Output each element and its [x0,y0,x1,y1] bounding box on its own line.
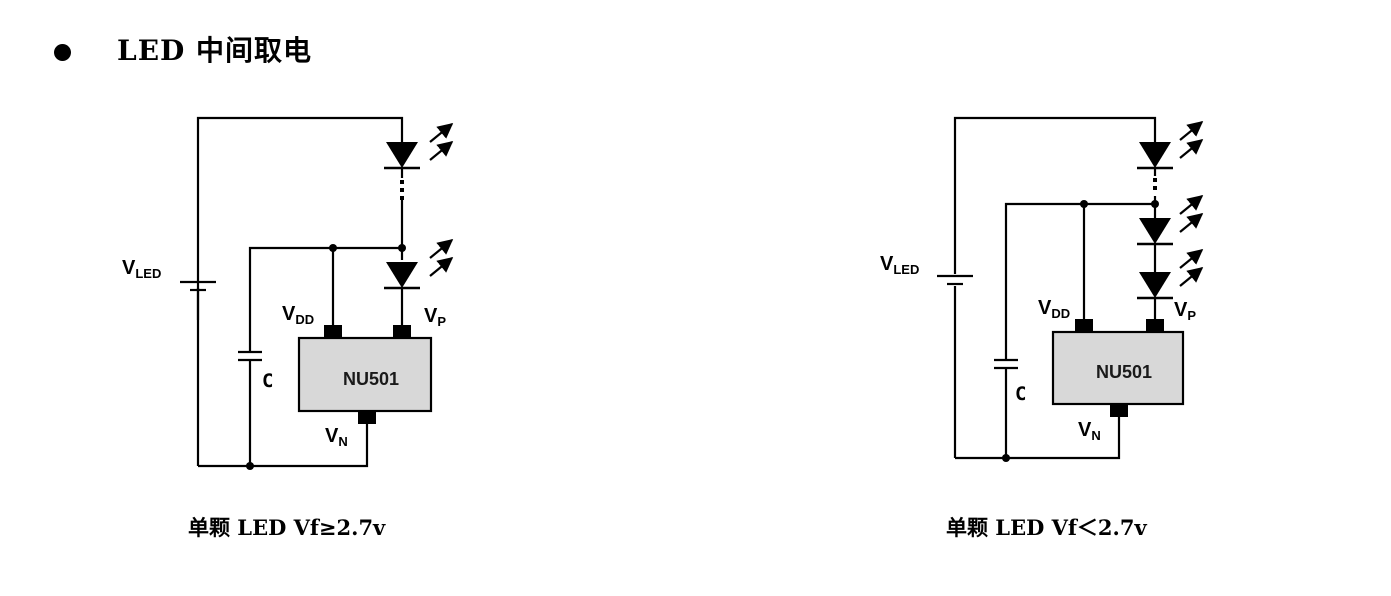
right-led-middle [1137,195,1204,246]
section-heading: LED 中间取电 [54,26,312,72]
left-capacitor-symbol [238,350,262,362]
right-capacitor-symbol [994,358,1018,370]
left-dotted-segment [400,180,404,200]
right-pin-vp [1146,319,1164,333]
left-vp-label: VP [424,305,446,329]
left-vled-label: VLED [122,257,161,281]
left-chip-label: NU501 [343,369,399,389]
left-junction-dots [246,244,406,470]
right-caption: 单颗 LED Vf＜2.7v [946,515,1147,540]
left-chip-body [297,336,433,413]
right-wires [953,116,1157,460]
right-vdd-label: VDD [1038,297,1070,321]
right-circuit-diagram: NU501 VLED VDD VP VN C [880,116,1204,462]
right-led-bottom [1137,249,1204,300]
left-circuit-diagram: NU501 VLED VDD VP VN C [122,116,454,470]
left-pin-vdd [324,325,342,339]
left-led-upper [384,123,454,170]
right-chip-label: NU501 [1096,362,1152,382]
left-wires [196,116,404,468]
right-dotted-segment [1153,178,1157,190]
right-capacitor-label: C [1015,383,1026,405]
left-capacitor-label: C [262,370,273,392]
left-pin-vn [358,410,376,424]
right-pin-vn [1110,403,1128,417]
right-junction-dots [1002,200,1159,462]
left-battery-symbol [180,280,216,292]
left-led-lower [384,239,454,290]
right-vn-label: VN [1078,419,1101,443]
left-vn-label: VN [325,425,348,449]
left-pin-vp [393,325,411,339]
heading-title: LED 中间取电 [117,34,313,67]
right-vp-label: VP [1174,299,1196,323]
right-vled-label: VLED [880,253,919,277]
left-caption: 单颗 LED Vf≥2.7v [188,515,386,540]
left-vdd-label: VDD [282,303,314,327]
right-led-top [1137,121,1204,170]
right-chip-body [1051,330,1185,406]
right-battery-symbol [937,274,973,286]
bullet-icon [54,43,71,61]
right-pin-vdd [1075,319,1093,333]
